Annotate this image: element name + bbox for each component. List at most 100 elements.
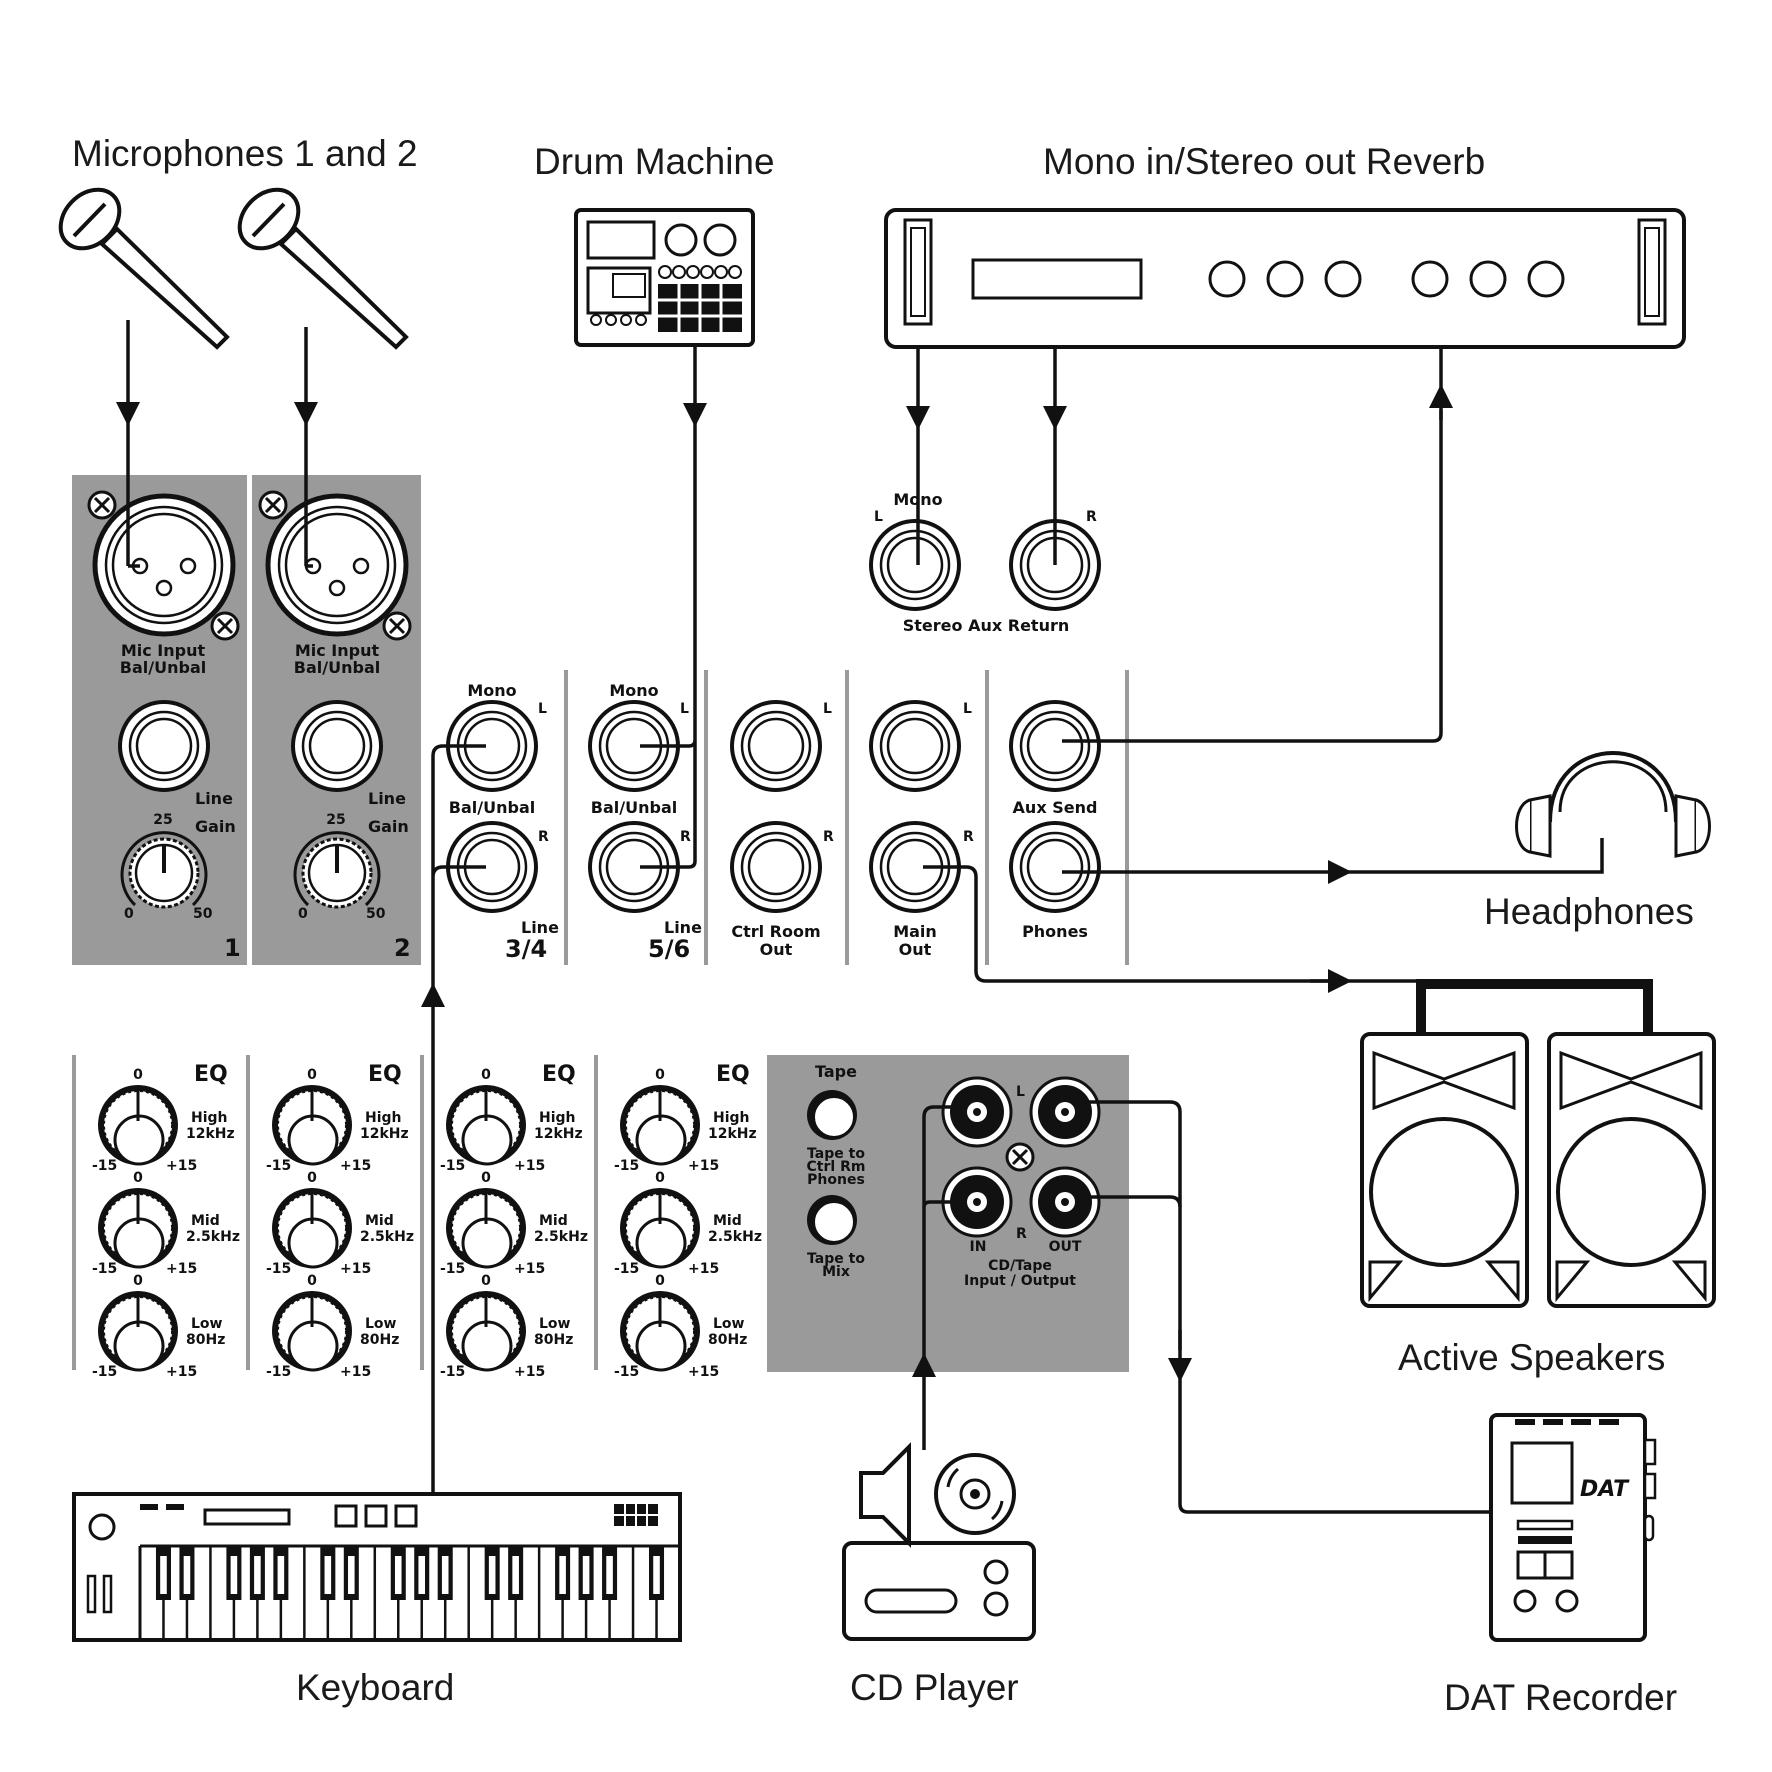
eq-mid-knob[interactable] [446, 1188, 526, 1269]
eq-mid-knob[interactable] [272, 1188, 352, 1269]
eq-low-knob[interactable] [446, 1291, 526, 1372]
eq-max-label: +15 [166, 1158, 197, 1174]
main-out-label: Out [899, 940, 932, 959]
eq-high-label: High [365, 1110, 402, 1126]
eq-zero-label: 0 [481, 1273, 491, 1289]
xlr-jack-icon[interactable] [265, 493, 409, 637]
gain-knob[interactable] [120, 831, 208, 909]
eq-high-label: High [539, 1110, 576, 1126]
aux-return-left-jack-icon[interactable] [869, 519, 961, 611]
ctrl-room-left-jack-icon[interactable] [730, 700, 822, 792]
gain-min-label: 0 [124, 906, 134, 922]
label-drum-machine: Drum Machine [534, 141, 775, 182]
eq-high-knob[interactable] [98, 1085, 178, 1166]
tape-to-mix-button[interactable] [807, 1195, 857, 1245]
eq-zero-label: 0 [133, 1067, 143, 1083]
eq-min-label: -15 [92, 1261, 117, 1277]
gain-min-label: 0 [298, 906, 308, 922]
eq-low-knob[interactable] [272, 1291, 352, 1372]
eq-zero-label: 0 [133, 1170, 143, 1186]
eq-dividers [72, 1055, 598, 1370]
eq-max-label: +15 [166, 1261, 197, 1277]
right-jack-icon[interactable] [588, 821, 680, 913]
eq-high-knob[interactable] [620, 1085, 700, 1166]
line-label: Line [368, 789, 406, 808]
aux-send-label: Aux Send [1013, 798, 1098, 817]
tape-out-cable-end [1178, 1370, 1491, 1514]
eq-max-label: +15 [688, 1364, 719, 1380]
panel-dividers [564, 670, 1129, 965]
dat-logo: DAT [1580, 1477, 1630, 1502]
ctrl-room-out-label: Out [760, 940, 793, 959]
cd-player-cable-split [922, 1105, 960, 1365]
rca-out-label: OUT [1049, 1239, 1082, 1255]
rca-out-left-jack-icon[interactable] [1029, 1076, 1101, 1148]
ctrl-room-right-jack-icon[interactable] [730, 821, 822, 913]
ctrl-room-label: Ctrl Room [731, 922, 820, 941]
tape-btn1-label-2: Ctrl Rm [807, 1159, 866, 1175]
rca-in-label: IN [970, 1239, 987, 1255]
tape-btn1-label-3: Phones [807, 1172, 865, 1188]
screw-icon [382, 611, 412, 641]
eq-high-knob[interactable] [446, 1085, 526, 1166]
eq-zero-label: 0 [655, 1273, 665, 1289]
channel-number: 1 [224, 934, 241, 962]
left-jack-icon[interactable] [446, 700, 538, 792]
rca-out-right-jack-icon[interactable] [1029, 1166, 1101, 1238]
eq-low-knob[interactable] [98, 1291, 178, 1372]
eq-max-label: +15 [340, 1158, 371, 1174]
label-active-speakers: Active Speakers [1398, 1337, 1665, 1378]
tape-to-ctrl-rm-button[interactable] [807, 1090, 857, 1140]
label-microphones: Microphones 1 and 2 [72, 133, 418, 174]
left-jack-icon[interactable] [588, 700, 680, 792]
main-left-jack-icon[interactable] [869, 700, 961, 792]
line-label: Line [664, 918, 702, 937]
stereo-aux-return: Mono L R Stereo Aux Return [869, 490, 1101, 635]
gain-knob[interactable] [293, 831, 381, 909]
aux-send-cable [1062, 410, 1443, 743]
eq-zero-label: 0 [307, 1170, 317, 1186]
eq-high-freq-label: 12kHz [708, 1126, 757, 1142]
eq-strip-4: EQ0-15+15High12kHz0-15+15Mid2.5kHz0-15+1… [614, 1062, 762, 1380]
eq-low-freq-label: 80Hz [360, 1332, 399, 1348]
screw-icon [87, 490, 117, 520]
right-label: R [823, 829, 834, 845]
label-reverb: Mono in/Stereo out Reverb [1043, 141, 1485, 182]
eq-min-label: -15 [440, 1158, 465, 1174]
tape-panel: Tape Tape to Ctrl Rm Phones Tape to Mix … [767, 1055, 1129, 1372]
keyboard-keys [155, 1546, 665, 1640]
channel-number: 5/6 [648, 935, 690, 963]
left-label: L [963, 701, 972, 717]
tape-btn2-label-1: Tape to [807, 1251, 865, 1267]
eq-mid-freq-label: 2.5kHz [360, 1229, 414, 1245]
mic-channel-1: Mic Input Bal/Unbal Line Gain 25 0 50 1 [72, 475, 247, 965]
eq-high-knob[interactable] [272, 1085, 352, 1166]
eq-low-knob[interactable] [620, 1291, 700, 1372]
xlr-jack-icon[interactable] [92, 493, 236, 637]
rca-in-right-jack-icon[interactable] [941, 1166, 1013, 1238]
label-headphones: Headphones [1484, 891, 1694, 932]
line-label: Line [521, 918, 559, 937]
eq-min-label: -15 [440, 1364, 465, 1380]
microphone-1-icon [58, 187, 230, 350]
rca-left-label: L [1016, 1084, 1025, 1100]
gain-label: Gain [368, 817, 409, 836]
main-out-cable [923, 865, 1340, 983]
line-jack-icon[interactable] [291, 700, 383, 792]
eq-mid-label: Mid [191, 1213, 220, 1229]
rca-in-left-jack-icon[interactable] [941, 1076, 1013, 1148]
main-out: L R Main Out [869, 700, 974, 959]
line-jack-icon[interactable] [118, 700, 210, 792]
speaker-left-icon [1360, 1032, 1529, 1308]
eq-mid-knob[interactable] [98, 1188, 178, 1269]
channel-number: 2 [394, 934, 411, 962]
mic-bal-label: Bal/Unbal [120, 658, 206, 677]
phones-jack-icon[interactable] [1009, 821, 1101, 913]
eq-max-label: +15 [688, 1261, 719, 1277]
aux-send-jack-icon[interactable] [1009, 700, 1101, 792]
eq-mid-knob[interactable] [620, 1188, 700, 1269]
mic-input-label: Mic Input [295, 641, 380, 660]
tape-out-cable-r [1082, 1195, 1182, 1208]
phones-cable-end [1340, 838, 1604, 874]
eq-mid-freq-label: 2.5kHz [186, 1229, 240, 1245]
